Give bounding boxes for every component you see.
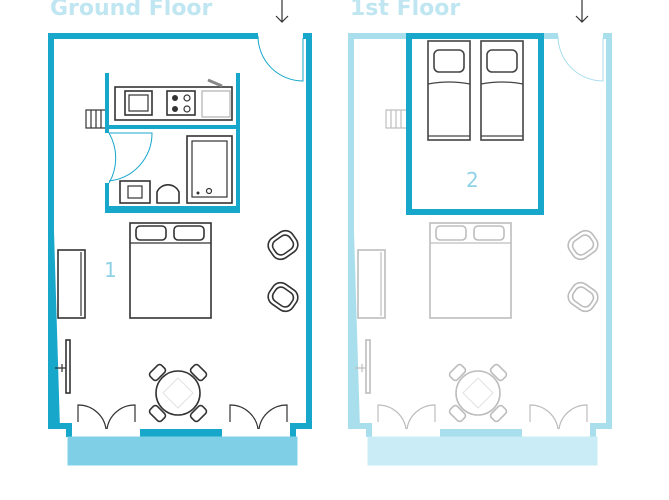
sink-icon <box>119 180 151 204</box>
twin-bed-icon <box>427 40 471 141</box>
room-label: 1 <box>104 258 117 282</box>
bathtub-icon <box>186 135 233 204</box>
ground-floor-plan: Ground Floor <box>47 0 313 466</box>
fridge-icon <box>201 90 231 118</box>
first-floor-overlay: 1st Floor 2 <box>350 0 544 215</box>
floor-title: 1st Floor <box>350 0 460 21</box>
cooktop-icon <box>166 90 196 116</box>
twin-bed-icon <box>480 40 524 141</box>
kitchen-bath-core <box>105 73 240 213</box>
room-label: 2 <box>466 168 479 192</box>
floor-title: Ground Floor <box>50 0 213 21</box>
toilet-icon <box>156 184 180 204</box>
